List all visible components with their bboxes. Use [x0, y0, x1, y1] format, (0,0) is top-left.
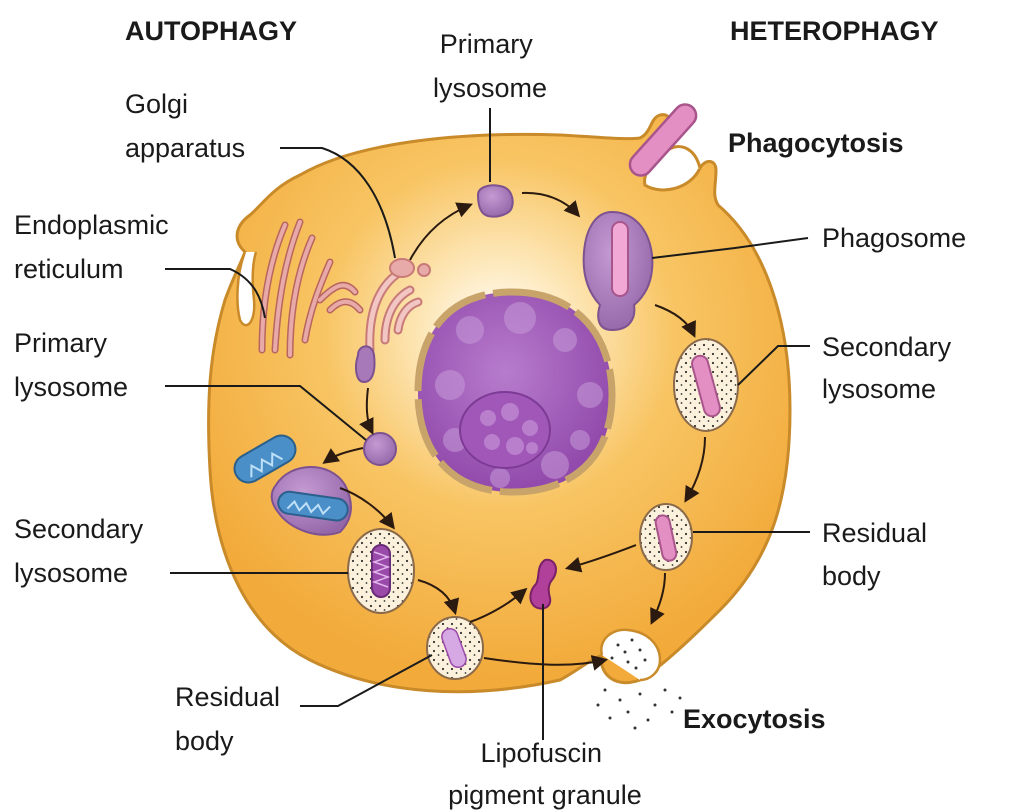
residual-body-right — [640, 504, 692, 570]
label-secondary-lysosome-left: Secondary lysosome — [14, 514, 151, 588]
nucleus-icon — [418, 292, 612, 492]
label-phagocytosis: Phagocytosis — [728, 128, 904, 158]
label-residual-body-right: Residual body — [822, 518, 935, 591]
label-secondary-lysosome-right: Secondary lysosome — [822, 332, 959, 404]
label-lipofuscin: Lipofuscin pigment granule — [448, 738, 642, 810]
label-primary-lysosome-top: Primary lysosome — [433, 29, 547, 103]
label-exocytosis: Exocytosis — [683, 704, 826, 734]
header-heterophagy: HETEROPHAGY — [730, 16, 939, 46]
label-golgi-apparatus: Golgi apparatus — [125, 89, 245, 163]
primary-lysosome-left — [364, 433, 396, 465]
residual-body-left — [427, 617, 483, 679]
secondary-lysosome-right — [674, 339, 738, 431]
header-autophagy: AUTOPHAGY — [125, 16, 297, 46]
label-residual-body-left: Residual body — [175, 682, 288, 756]
label-endoplasmic-reticulum: Endoplasmic reticulum — [14, 210, 176, 284]
primary-lysosome-top — [478, 185, 513, 216]
label-phagosome: Phagosome — [822, 223, 966, 253]
secondary-lysosome-left — [348, 529, 414, 613]
label-primary-lysosome-left: Primary lysosome — [14, 328, 128, 402]
